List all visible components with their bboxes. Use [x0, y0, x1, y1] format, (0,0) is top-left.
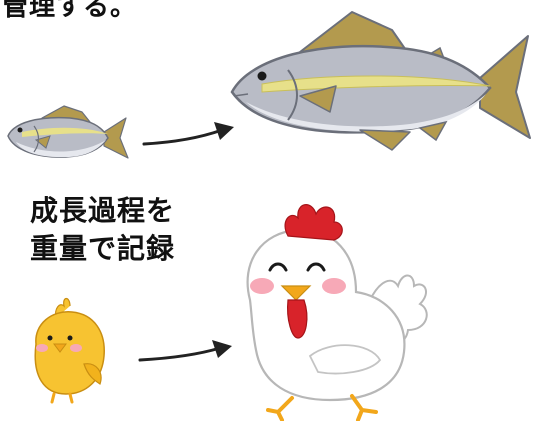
small-fish-icon: [7, 105, 129, 159]
arrow-icon: [138, 340, 232, 362]
growth-caption: 成長過程を 重量で記録: [30, 192, 175, 268]
top-caption-text: 管理する。: [2, 0, 138, 22]
large-fish-icon: [230, 11, 531, 151]
caption-line-2: 重量で記録: [30, 232, 176, 265]
chick-icon: [34, 297, 105, 404]
chicken-icon: [246, 204, 428, 421]
arrow-icon: [142, 122, 234, 146]
caption-line-1: 成長過程を: [30, 194, 176, 227]
